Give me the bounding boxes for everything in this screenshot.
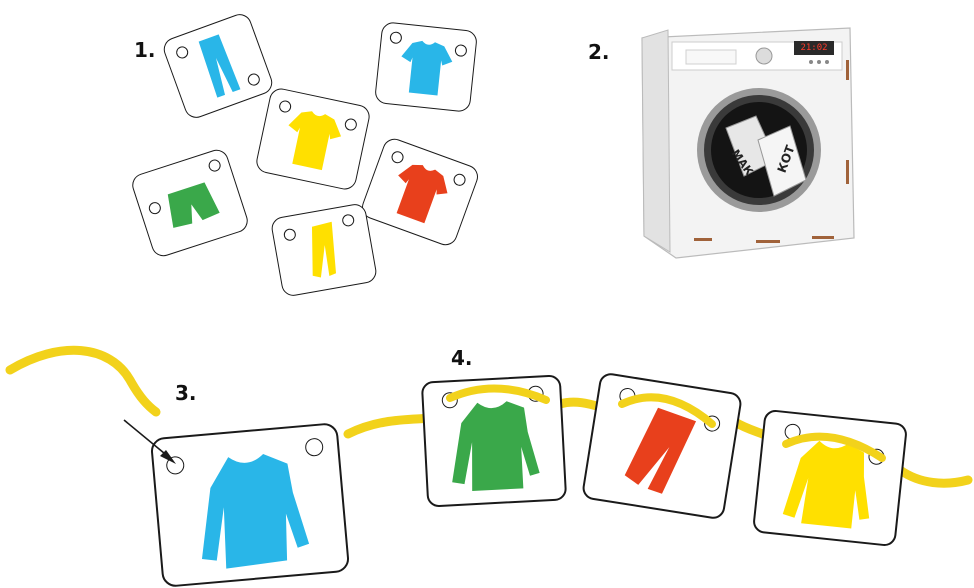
- lace-arcs: [0, 0, 974, 587]
- lacing-game-instructions: 1. 2. 3. 4.: [0, 0, 974, 587]
